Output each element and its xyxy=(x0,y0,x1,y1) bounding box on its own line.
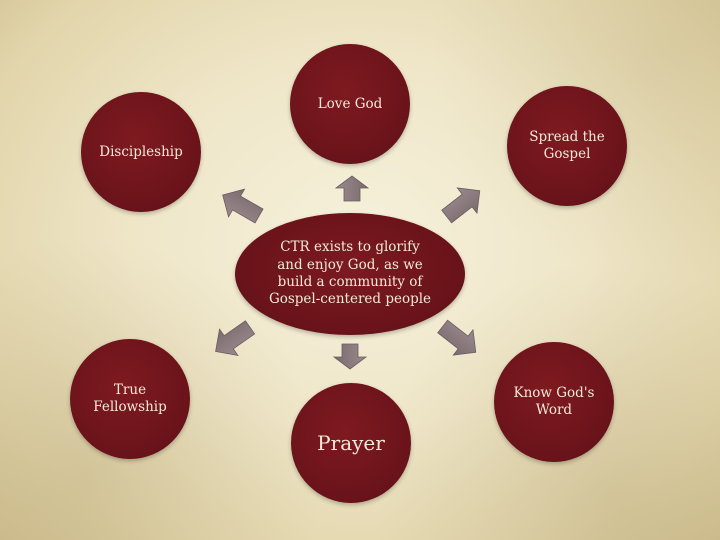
arrow-to-spread-gospel xyxy=(441,187,481,224)
node-prayer-label: Prayer xyxy=(317,430,385,455)
node-spread-gospel: Spread the Gospel xyxy=(507,86,627,206)
node-know-word: Know God's Word xyxy=(494,342,614,462)
node-spread-gospel-label: Spread the Gospel xyxy=(529,129,605,162)
node-love-god: Love God xyxy=(290,44,410,164)
node-true-fellowship-label: True Fellowship xyxy=(93,382,167,415)
arrow-to-love-god xyxy=(334,175,370,202)
node-discipleship-label: Discipleship xyxy=(99,143,183,160)
center-statement-text: CTR exists to glorify and enjoy God, as … xyxy=(268,239,432,308)
arrow-to-discipleship xyxy=(222,188,264,224)
center-statement: CTR exists to glorify and enjoy God, as … xyxy=(235,213,465,335)
node-prayer: Prayer xyxy=(291,383,411,503)
arrow-to-know-word xyxy=(437,319,477,356)
node-know-word-label: Know God's Word xyxy=(513,385,595,418)
node-discipleship: Discipleship xyxy=(81,92,201,212)
arrow-to-true-fellowship xyxy=(215,320,256,356)
node-love-god-label: Love God xyxy=(317,95,383,112)
arrow-to-prayer xyxy=(332,343,368,370)
node-true-fellowship: True Fellowship xyxy=(70,339,190,459)
